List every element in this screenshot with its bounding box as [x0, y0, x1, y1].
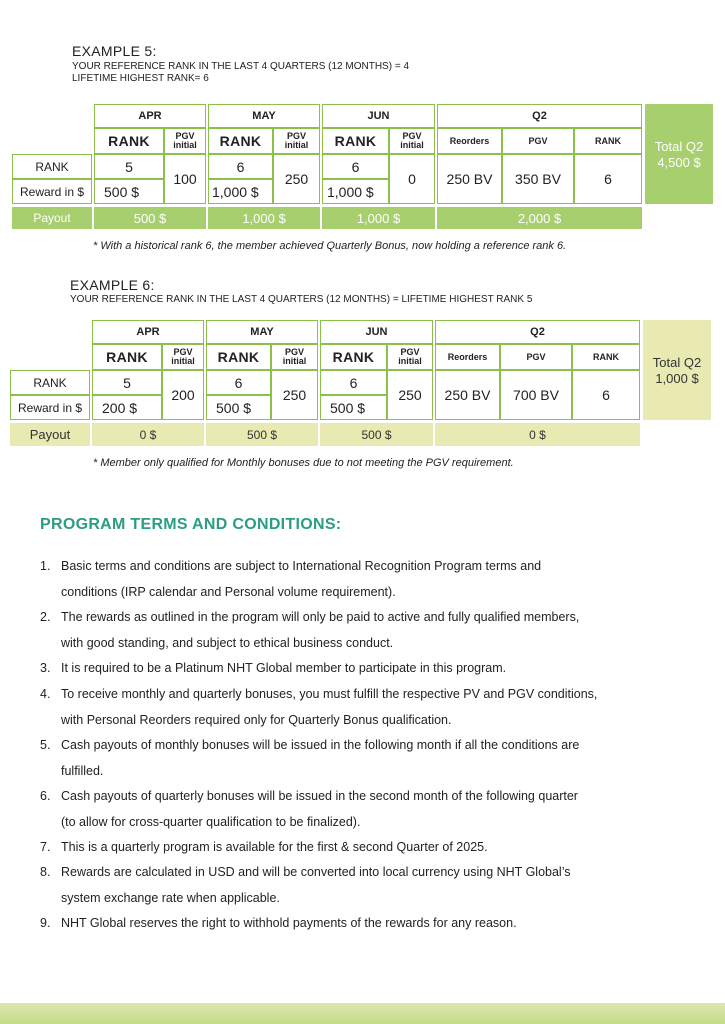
terms-item: 4. To receive monthly and quarterly bonu…: [40, 682, 710, 734]
terms-item-number: 8.: [40, 865, 51, 879]
reward-value: 500 $: [320, 395, 387, 420]
month-header: APR: [92, 320, 204, 344]
reward-value: 500 $: [94, 179, 164, 204]
terms-item: 1. Basic terms and conditions are subjec…: [40, 554, 710, 606]
terms-item-number: 3.: [40, 661, 51, 675]
pgv-initial-value: 0: [389, 154, 435, 204]
q2-pgv-value: 700 BV: [500, 370, 572, 420]
terms-item-number: 5.: [40, 738, 51, 752]
row-label-rank: RANK: [12, 154, 92, 179]
example5-title: EXAMPLE 5:: [72, 43, 157, 59]
example5-lifetime-rank: LIFETIME HIGHEST RANK= 6: [72, 73, 209, 84]
terms-item-number: 1.: [40, 559, 51, 573]
terms-item: 3. It is required to be a Platinum NHT G…: [40, 656, 710, 682]
reward-value: 200 $: [92, 395, 162, 420]
terms-item-number: 7.: [40, 840, 51, 854]
terms-item: 7. This is a quarterly program is availa…: [40, 835, 710, 861]
pgv-initial-value: 250: [387, 370, 433, 420]
terms-item-number: 6.: [40, 789, 51, 803]
terms-item: 2. The rewards as outlined in the progra…: [40, 605, 710, 657]
q2-header: Q2: [435, 320, 640, 344]
q2-reorders-value: 250 BV: [435, 370, 500, 420]
row-label-reward: Reward in $: [12, 179, 92, 204]
payout-value: 500 $: [94, 207, 206, 229]
terms-item-number: 9.: [40, 916, 51, 930]
terms-item-number: 4.: [40, 687, 51, 701]
reorders-header: Reorders: [437, 128, 502, 154]
rank-column-header: RANK: [320, 344, 387, 370]
terms-item: 5. Cash payouts of monthly bonuses will …: [40, 733, 710, 785]
rank-column-header: RANK: [208, 128, 273, 154]
month-header: JUN: [320, 320, 433, 344]
example6-title: EXAMPLE 6:: [70, 277, 155, 293]
rank-value: 6: [320, 370, 387, 395]
month-header: MAY: [208, 104, 320, 128]
terms-item: 9. NHT Global reserves the right to with…: [40, 911, 710, 937]
payout-label: Payout: [10, 423, 90, 446]
rank-value: 5: [92, 370, 162, 395]
q2-pgv-header: PGV: [500, 344, 572, 370]
example5-reference-rank: YOUR REFERENCE RANK IN THE LAST 4 QUARTE…: [72, 61, 410, 72]
example5-note: * With a historical rank 6, the member a…: [93, 240, 567, 252]
q2-rank-value: 6: [572, 370, 640, 420]
rank-value: 6: [322, 154, 389, 179]
q2-rank-value: 6: [574, 154, 642, 204]
payout-value: 500 $: [206, 423, 318, 446]
example6-note: * Member only qualified for Monthly bonu…: [93, 457, 514, 469]
rank-value: 6: [206, 370, 271, 395]
reorders-header: Reorders: [435, 344, 500, 370]
payout-value: 0 $: [92, 423, 204, 446]
payout-value: 1,000 $: [322, 207, 435, 229]
reward-value: 500 $: [206, 395, 271, 420]
rank-value: 6: [208, 154, 273, 179]
q2-pgv-value: 350 BV: [502, 154, 574, 204]
rank-value: 5: [94, 154, 164, 179]
footer-bar: [0, 1003, 725, 1024]
row-label-reward: Reward in $: [10, 395, 90, 420]
total-q2-label: Total Q2: [652, 355, 702, 370]
month-header: APR: [94, 104, 206, 128]
pgv-initial-value: 100: [164, 154, 206, 204]
payout-value: 500 $: [320, 423, 433, 446]
total-q2-value: 1,000 $: [655, 371, 699, 386]
rank-column-header: RANK: [206, 344, 271, 370]
total-q2-box: Total Q2 4,500 $: [645, 104, 713, 204]
payout-value: 1,000 $: [208, 207, 320, 229]
q2-reorders-value: 250 BV: [437, 154, 502, 204]
terms-item: 8. Rewards are calculated in USD and wil…: [40, 860, 710, 912]
month-header: MAY: [206, 320, 318, 344]
total-q2-label: Total Q2: [654, 139, 704, 154]
total-q2-box: Total Q2 1,000 $: [643, 320, 711, 420]
q2-header: Q2: [437, 104, 642, 128]
rank-column-header: RANK: [322, 128, 389, 154]
payout-value: 2,000 $: [437, 207, 642, 229]
payout-label: Payout: [12, 207, 92, 229]
pgv-initial-value: 200: [162, 370, 204, 420]
row-label-rank: RANK: [10, 370, 90, 395]
reward-value: 1,000 $: [322, 179, 389, 204]
terms-item-number: 2.: [40, 610, 51, 624]
terms-item: 6. Cash payouts of quarterly bonuses wil…: [40, 784, 710, 836]
q2-pgv-header: PGV: [502, 128, 574, 154]
example6-reference-rank: YOUR REFERENCE RANK IN THE LAST 4 QUARTE…: [70, 294, 533, 305]
q2-rank-header: RANK: [574, 128, 642, 154]
q2-rank-header: RANK: [572, 344, 640, 370]
terms-title: PROGRAM TERMS AND CONDITIONS:: [40, 516, 342, 533]
month-header: JUN: [322, 104, 435, 128]
rank-column-header: RANK: [92, 344, 162, 370]
reward-value: 1,000 $: [208, 179, 273, 204]
total-q2-value: 4,500 $: [657, 155, 701, 170]
pgv-initial-value: 250: [271, 370, 318, 420]
rank-column-header: RANK: [94, 128, 164, 154]
payout-value: 0 $: [435, 423, 640, 446]
pgv-initial-value: 250: [273, 154, 320, 204]
